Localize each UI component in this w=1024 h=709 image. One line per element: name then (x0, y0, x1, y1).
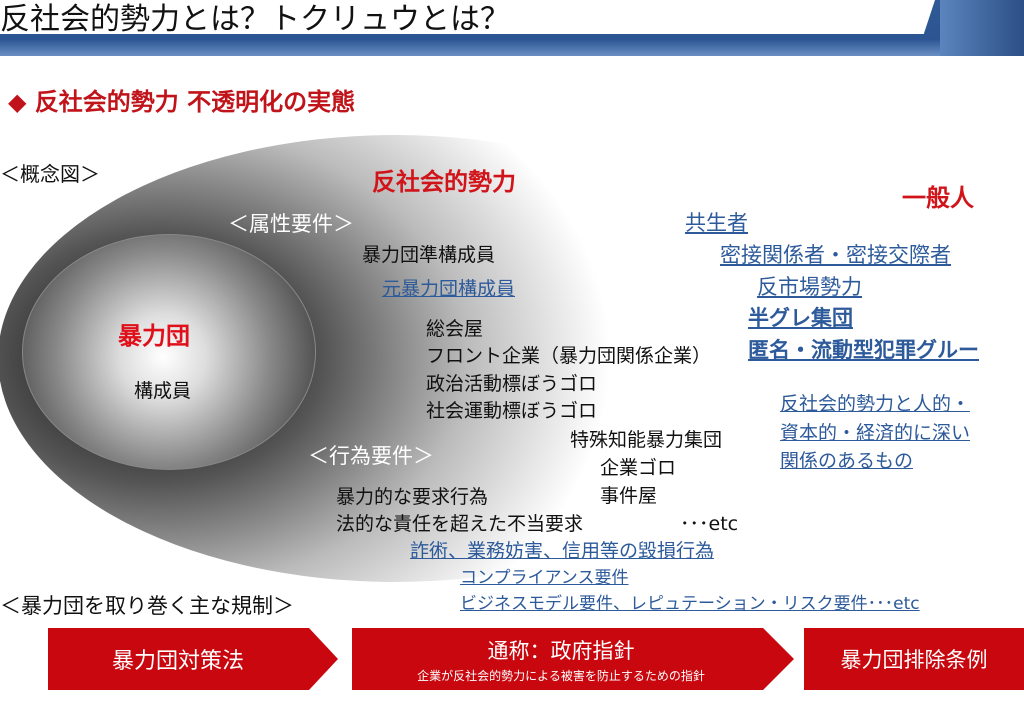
attribute-item: 政治活動標ぼうゴロ (426, 373, 598, 395)
regulation-title: 暴力団排除条例 (840, 648, 988, 672)
business-link[interactable]: ビジネスモデル要件、レピュテーション・リスク要件･･･etc (460, 594, 920, 614)
outer-item[interactable]: 匿名・流動型犯罪グルー (748, 338, 979, 362)
members-label: 構成員 (134, 380, 192, 402)
regulation-title: 通称：政府指針 (487, 638, 635, 663)
related-note-line[interactable]: 関係のあるもの (780, 450, 914, 472)
regulation-government-guideline: 通称：政府指針 企業が反社会的勢力による被害を防止するための指針 (352, 628, 794, 690)
regulations-label: ＜暴力団を取り巻く主な規制＞ (0, 594, 294, 618)
related-note-line[interactable]: 反社会的勢力と人的・ (780, 393, 971, 415)
outer-item[interactable]: 半グレ集団 (748, 306, 853, 330)
attribute-item: 総会屋 (426, 318, 484, 340)
concept-label: ＜概念図＞ (0, 162, 100, 186)
attribute-item: 事件屋 (600, 485, 658, 507)
regulation-subtitle: 企業が反社会的勢力による被害を防止するための指針 (417, 668, 705, 683)
regulation-anti-boryokudan-act: 暴力団対策法 (48, 628, 338, 690)
attribute-header: ＜属性要件＞ (228, 212, 354, 236)
behavior-item: 暴力的な要求行為 (336, 486, 489, 508)
outer-item[interactable]: 共生者 (685, 211, 748, 235)
attribute-item: 社会運動標ぼうゴロ (426, 400, 598, 422)
header-title-box (0, 0, 935, 34)
behavior-item[interactable]: 詐術、業務妨害、信用等の毀損行為 (410, 540, 715, 562)
outer-item[interactable]: 反市場勢力 (757, 275, 862, 299)
page-title: 反社会的勢力とは？トクリュウとは？ (0, 2, 510, 37)
regulation-title: 暴力団対策法 (111, 649, 244, 674)
boryokudan-circle (22, 234, 316, 470)
attribute-item: 企業ゴロ (600, 457, 677, 479)
behavior-header: ＜行為要件＞ (308, 444, 434, 468)
behavior-item: 法的な責任を超えた不当要求 (336, 513, 584, 535)
antisocial-label: 反社会的勢力 (372, 168, 516, 196)
etc-label: ･･･etc (680, 513, 739, 535)
regulation-exclusion-ordinance: 暴力団排除条例 (804, 628, 1024, 690)
attribute-item: 暴力団準構成員 (362, 244, 496, 266)
outer-item[interactable]: 密接関係者・密接交際者 (720, 243, 951, 267)
boryokudan-label: 暴力団 (118, 322, 190, 350)
compliance-link[interactable]: コンプライアンス要件 (460, 568, 629, 588)
attribute-item[interactable]: 元暴力団構成員 (382, 278, 516, 300)
general-public-label: 一般人 (902, 184, 974, 212)
section-subtitle: ◆ 反社会的勢力 不透明化の実態 (8, 88, 356, 116)
attribute-item: フロント企業（暴力団関係企業） (426, 345, 712, 367)
header-accent (940, 0, 1024, 56)
related-note-line[interactable]: 資本的・経済的に深い (780, 422, 971, 444)
attribute-item: 特殊知能暴力集団 (570, 429, 723, 451)
